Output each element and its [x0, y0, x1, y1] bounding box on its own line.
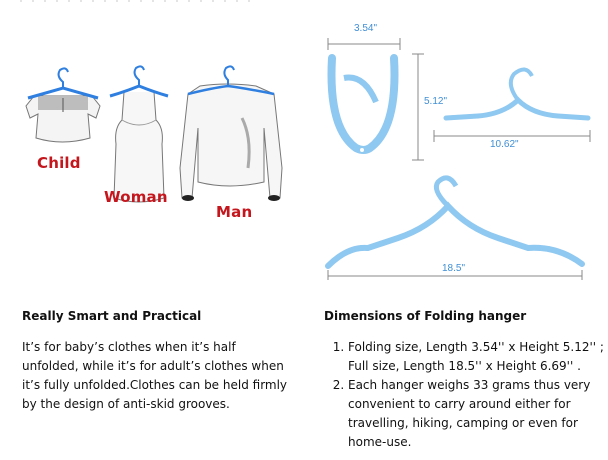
- clothes-illustration: [25, 65, 283, 203]
- man-label: Man: [216, 203, 253, 221]
- clothes-sizes-image: Child Woman Man: [12, 58, 298, 233]
- child-shirt-icon: [25, 67, 101, 143]
- hanger-dimensions-image: 3.54" 5.12" 10.62" 18.5": [318, 18, 600, 280]
- cropped-text-fragment: [20, 0, 260, 2]
- half-width-label: 10.62": [490, 139, 519, 150]
- folded-height-label: 5.12": [424, 96, 448, 107]
- child-label: Child: [37, 154, 81, 172]
- list-item: Folding size, Length 3.54'' x Height 5.1…: [348, 338, 608, 376]
- man-sweater-icon: [179, 65, 283, 201]
- folded-width-label: 3.54": [354, 23, 378, 34]
- full-width-label: 18.5": [442, 263, 466, 274]
- list-item: Each hanger weighs 33 grams thus very co…: [348, 376, 608, 452]
- hanger-diagram: [325, 38, 591, 280]
- dimensions-list: Folding size, Length 3.54'' x Height 5.1…: [330, 338, 608, 452]
- section-heading-dimensions: Dimensions of Folding hanger: [324, 309, 527, 323]
- section-heading-smart: Really Smart and Practical: [22, 309, 202, 323]
- section-body-smart: It’s for baby’s clothes when it’s half u…: [22, 340, 288, 411]
- woman-label: Woman: [104, 188, 168, 206]
- woman-top-icon: [109, 65, 169, 203]
